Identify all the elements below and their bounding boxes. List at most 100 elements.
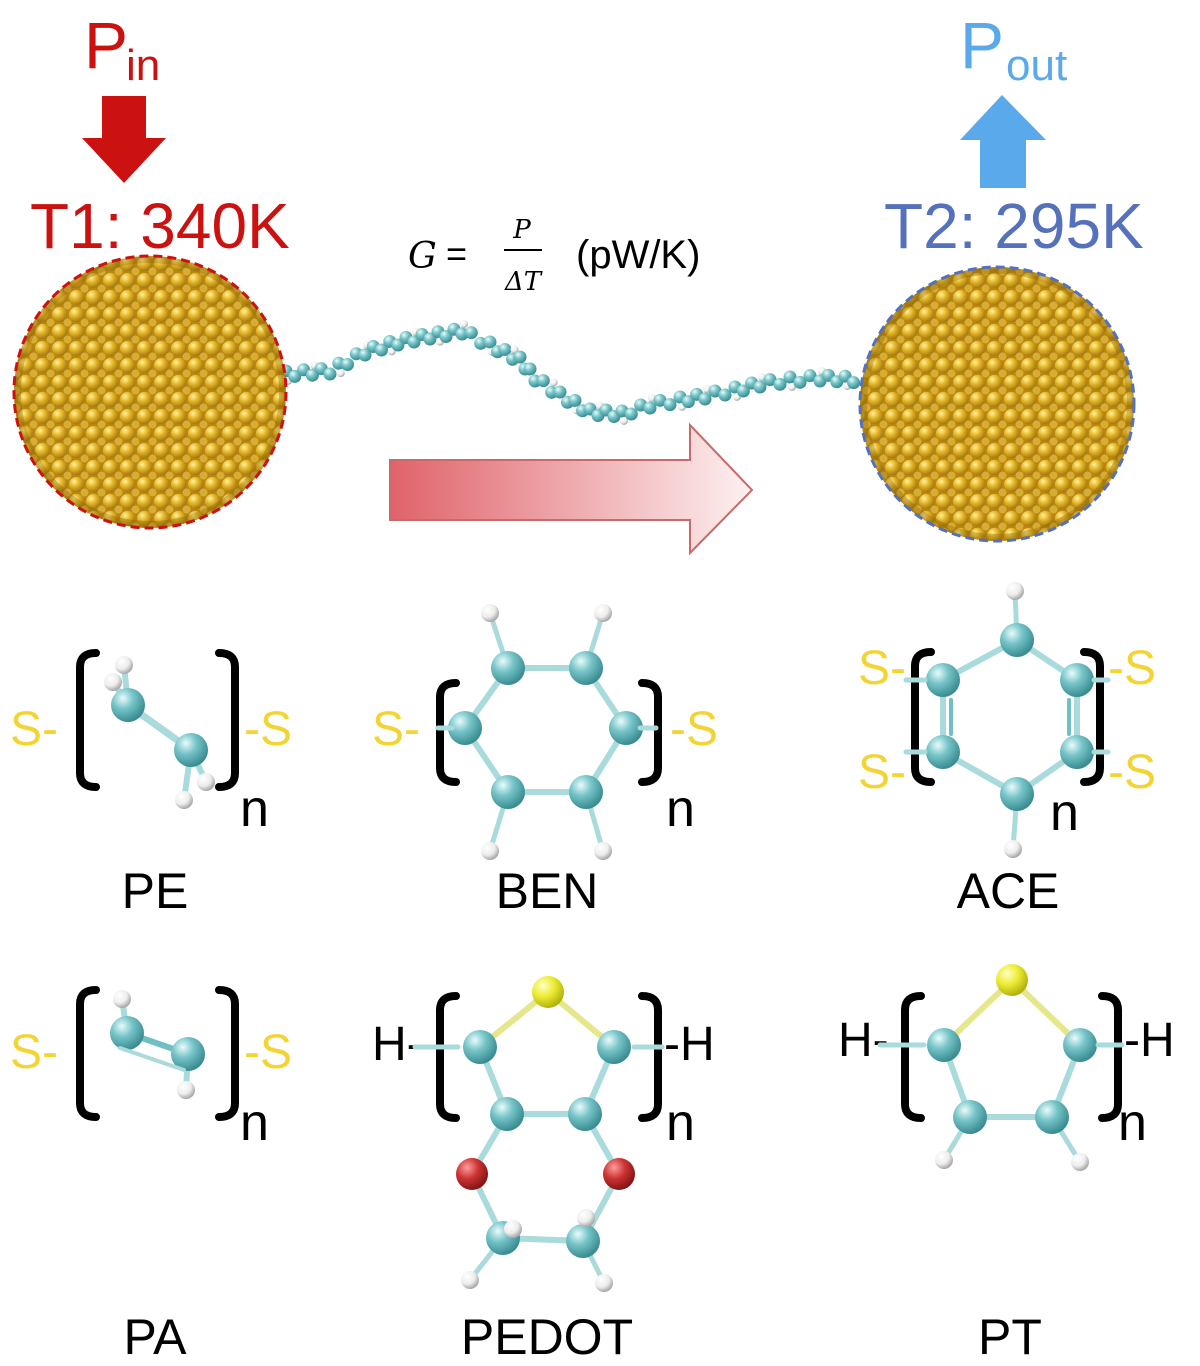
pa-name: PA (124, 1309, 188, 1365)
right-bracket (638, 992, 662, 1122)
carbon-atom (953, 1100, 987, 1134)
power-out-arrow (960, 95, 1046, 188)
molecular-wire (279, 320, 861, 425)
structure-pa: S- -S n PA (10, 986, 292, 1365)
wire-hydrogen (510, 345, 519, 354)
left-bracket (901, 992, 925, 1122)
carbon-atom (569, 775, 603, 809)
wire-bead (341, 358, 354, 371)
carbon-atom (171, 1037, 205, 1071)
wire-bead (663, 398, 677, 412)
sulfur-atom (532, 976, 564, 1008)
carbon-atom (448, 711, 482, 745)
structure-pt: H- -H n PT (838, 964, 1175, 1365)
hydrogen-atom (461, 1271, 479, 1289)
wire-bead (358, 348, 372, 362)
ace-right-top-sulfur: -S (1108, 642, 1156, 695)
hot-lead-outline (12, 254, 288, 530)
ben-repeat-n: n (666, 780, 695, 838)
oxygen-atom (603, 1158, 635, 1190)
hydrogen-atom (595, 1274, 613, 1292)
left-bracket (436, 679, 460, 786)
wire-bead (681, 395, 695, 409)
wire-bead (375, 343, 388, 357)
hydrogen-atom (594, 604, 612, 622)
hydrogen-atom (1071, 1153, 1089, 1171)
carbon-atom (927, 1028, 961, 1062)
power-in-symbol: P (84, 8, 128, 82)
carbon-atom (490, 1097, 524, 1131)
right-bracket (638, 679, 662, 786)
carbon-atom (597, 1030, 631, 1064)
power-in-arrow (82, 96, 166, 183)
hydrogen-atom (115, 656, 133, 674)
wire-bead (536, 374, 550, 388)
carbon-atom (491, 651, 525, 685)
wire-hydrogen (549, 378, 558, 387)
carbon-atom (926, 735, 960, 769)
wire-bead (653, 393, 667, 407)
hydrogen-atom (935, 1151, 953, 1169)
hydrogen-atom (104, 673, 122, 691)
wire-bead (718, 388, 732, 402)
pe-left-sulfur: S- (10, 703, 58, 756)
carbon-atom (568, 1097, 602, 1131)
right-bracket (1080, 648, 1104, 786)
pedot-right-hydrogen: -H (664, 1018, 715, 1071)
hot-lead-temperature: T1: 340K (30, 190, 290, 262)
ace-left-bottom-sulfur: S- (858, 746, 906, 799)
carbon-atom (1000, 777, 1034, 811)
wire-bead (523, 362, 537, 376)
pt-name: PT (978, 1309, 1042, 1365)
wire-bead (753, 380, 767, 394)
power-out-label: P out (960, 8, 1067, 90)
carbon-atom (1060, 663, 1094, 697)
hydrogen-atom (175, 791, 193, 809)
pt-left-hydrogen: H- (838, 1014, 889, 1067)
formula-equals: = (446, 233, 467, 274)
hydrogen-atom (113, 990, 131, 1008)
cold-lead-outline (858, 265, 1136, 543)
carbon-atom (174, 733, 208, 767)
wire-hydrogen (336, 369, 345, 378)
conductance-formula: G = P ΔT (pW/K) (408, 215, 700, 297)
carbon-atom (926, 663, 960, 697)
carbon-atom (1063, 1028, 1097, 1062)
wire-bead (323, 367, 337, 381)
hydrogen-atom (481, 604, 499, 622)
ace-left-top-sulfur: S- (858, 642, 906, 695)
carbon-atom (1000, 623, 1034, 657)
wire-bead (624, 407, 638, 421)
cold-gold-nanoparticle (858, 265, 1136, 543)
structure-ace: S- S- -S -S n ACE (858, 582, 1156, 919)
carbon-atom (566, 1224, 600, 1258)
pedot-repeat-n: n (666, 1094, 695, 1152)
hydrogen-atom (177, 1081, 195, 1099)
wire-bead (568, 394, 582, 407)
bond (118, 1046, 186, 1072)
carbon-atom (111, 688, 145, 722)
wire-hydrogen (620, 416, 628, 425)
formula-numerator: P (512, 215, 531, 245)
ace-right-bottom-sulfur: -S (1108, 746, 1156, 799)
wire-bead (483, 335, 497, 349)
structure-pedot: H- -H n PEDOT (372, 976, 715, 1365)
pe-name: PE (122, 863, 189, 919)
wire-bead (783, 370, 797, 384)
right-bracket (1098, 992, 1122, 1122)
pedot-left-hydrogen: H- (372, 1018, 423, 1071)
hot-gold-nanoparticle (12, 254, 288, 530)
carbon-atom (569, 651, 603, 685)
ace-name: ACE (957, 863, 1060, 919)
wire-bead (553, 385, 567, 399)
structure-pe: S- -S n PE (10, 649, 292, 919)
wire-hydrogen (788, 382, 796, 391)
formula-lhs: G (408, 236, 437, 277)
wire-bead (793, 375, 807, 389)
wire-bead (736, 384, 750, 398)
pedot-name: PEDOT (461, 1309, 633, 1365)
power-out-symbol: P (960, 8, 1004, 82)
hydrogen-atom (1006, 582, 1024, 600)
left-bracket (76, 649, 100, 791)
wire-bead (513, 350, 527, 364)
